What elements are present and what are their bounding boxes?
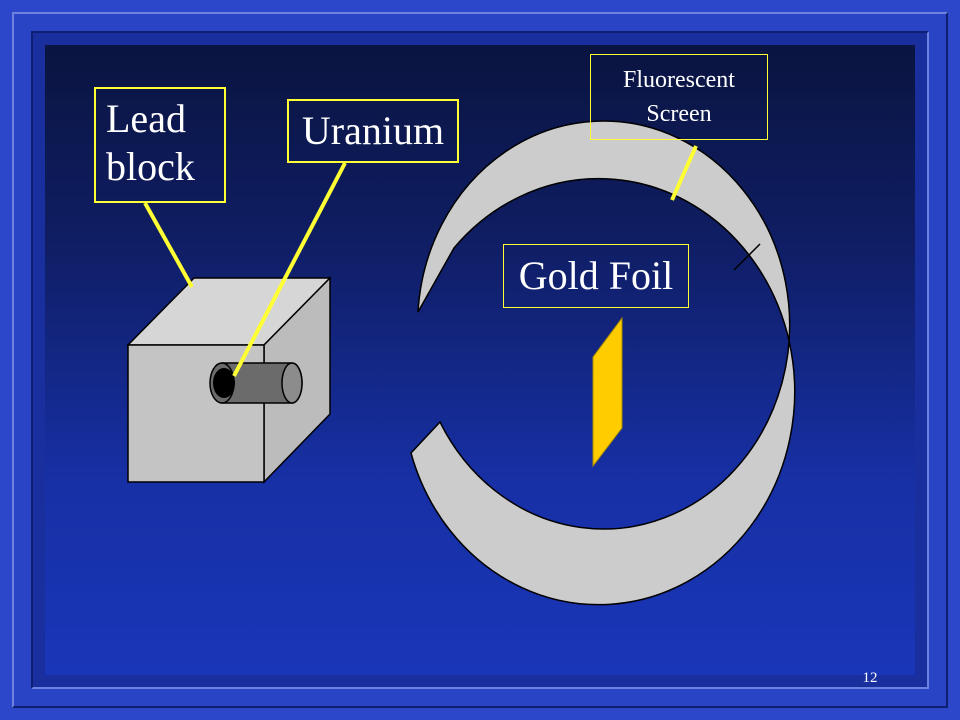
lead-block-pointer <box>143 202 194 288</box>
uranium-sample <box>213 368 235 398</box>
fluorescent-screen-ring <box>410 120 796 606</box>
gold-foil-sheet <box>592 316 623 468</box>
fluorescent-screen-pointer <box>670 145 698 201</box>
lead-block-label: Lead block <box>94 87 226 203</box>
uranium-pointer <box>232 162 347 377</box>
page-number: 12 <box>862 670 878 686</box>
gold-foil-label: Gold Foil <box>503 244 689 308</box>
uranium-label: Uranium <box>287 99 459 163</box>
fluorescent-screen-label: Fluorescent Screen <box>590 54 768 140</box>
screen-seam <box>733 243 761 271</box>
uranium-tube-end <box>281 362 303 404</box>
